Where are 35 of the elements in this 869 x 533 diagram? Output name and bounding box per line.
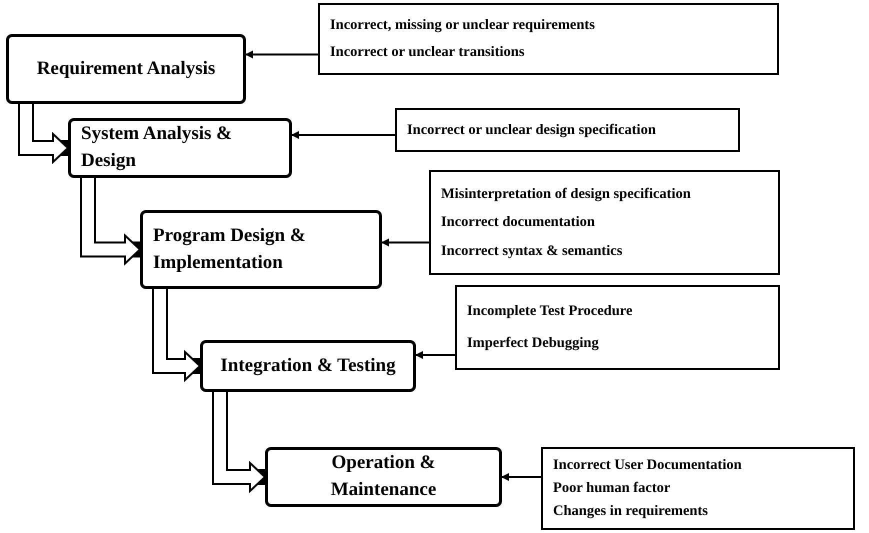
arrow: [501, 473, 541, 481]
issue-text: Incorrect User Documentation: [553, 457, 743, 474]
issue-box: [395, 108, 740, 152]
issue-box: [429, 170, 780, 275]
hollow-arrow: [152, 289, 201, 381]
process-box: [68, 118, 292, 178]
process-label: Integration & Testing: [220, 354, 396, 378]
hollow-arrow: [80, 178, 141, 264]
issue-box: [541, 447, 855, 530]
issue-text: Incorrect or unclear design specification: [407, 122, 657, 138]
issue-box: [455, 285, 780, 370]
arrow: [245, 50, 318, 58]
arrow: [381, 238, 429, 246]
issue-text: Incomplete Test Procedure: [467, 303, 634, 320]
process-label: Operation & Maintenance: [330, 451, 438, 502]
arrow: [415, 351, 455, 359]
arrow: [291, 131, 395, 139]
issue-text: Misinterpretation of design specification: [441, 186, 692, 202]
process-box: [140, 210, 382, 289]
issue-text: Changes in requirements: [553, 503, 709, 520]
issue-text: Incorrect documentation: [441, 214, 596, 231]
issue-text: Imperfect Debugging: [467, 334, 600, 352]
process-label: Program Design & Implementation: [153, 224, 307, 274]
issue-text: Incorrect or unclear transitions: [330, 44, 526, 61]
hollow-arrow: [18, 104, 69, 163]
process-label: System Analysis & Design: [81, 122, 233, 173]
process-box: [265, 447, 502, 507]
process-box: [200, 340, 416, 392]
issue-text: Incorrect, missing or unclear requirements: [330, 17, 596, 34]
hollow-arrow: [212, 392, 266, 492]
issue-box: [318, 3, 779, 75]
process-box: [6, 34, 246, 104]
issue-text: Poor human factor: [553, 480, 672, 497]
issue-text: Incorrect syntax & semantics: [441, 242, 624, 260]
process-label: Requirement Analysis: [36, 56, 216, 81]
